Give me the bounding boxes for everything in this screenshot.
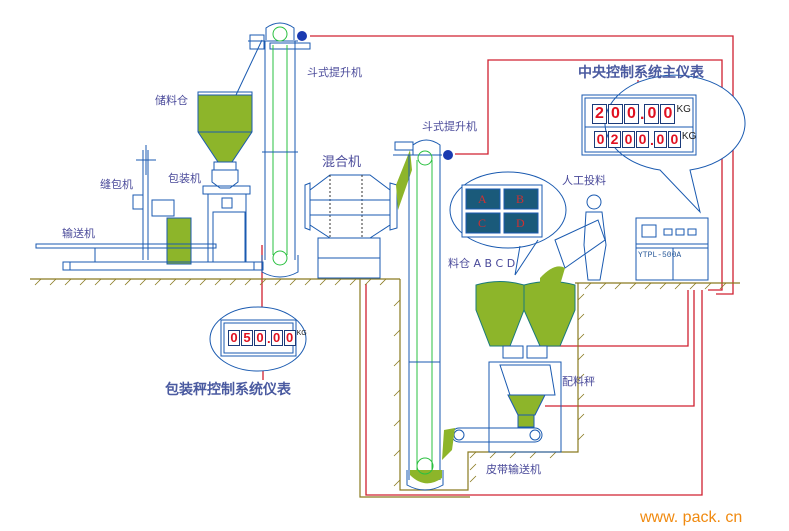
bin-letter-c: C bbox=[478, 216, 487, 230]
elevator-2-wheel bbox=[416, 457, 434, 475]
label-bins-abcd: 料仓 A B C D bbox=[448, 257, 516, 270]
motor-1 bbox=[297, 31, 307, 41]
label-manual-feeding: 人工投料 bbox=[562, 174, 606, 187]
controller-model: YTPL-500A bbox=[638, 251, 682, 260]
digit: 0 bbox=[594, 131, 607, 148]
digit: 0 bbox=[660, 104, 676, 124]
digit: 0 bbox=[624, 104, 639, 124]
digit: 0 bbox=[270, 330, 283, 346]
digit: 0 bbox=[254, 330, 266, 346]
digit: 0 bbox=[228, 330, 240, 346]
bin-letter-a: A bbox=[478, 192, 487, 206]
label-packing-scale-meter: 包装秤控制系统仪表 bbox=[165, 382, 291, 398]
packing-machine bbox=[202, 169, 251, 263]
unit-label: KG bbox=[676, 104, 691, 115]
callouts bbox=[209, 74, 746, 372]
label-mixer: 混合机 bbox=[322, 155, 362, 170]
digit: 0 bbox=[283, 330, 296, 346]
bin-letter-d: D bbox=[516, 216, 525, 230]
digit: 2 bbox=[592, 104, 607, 124]
bin-letter-b: B bbox=[516, 192, 525, 206]
conveyor bbox=[35, 243, 264, 271]
bucket-elevator-1 bbox=[248, 22, 311, 278]
wire-bin-gates bbox=[545, 290, 689, 347]
decimal-point: . bbox=[640, 106, 645, 123]
label-packing-machine: 包装机 bbox=[168, 172, 201, 185]
poured-material bbox=[540, 266, 565, 285]
wire-mixer bbox=[365, 284, 703, 496]
central-meter-row2: 0 2 0 0 . 0 0 KG bbox=[594, 131, 696, 148]
label-central-meter: 中央控制系统主仪表 bbox=[578, 65, 704, 81]
filled-bag bbox=[166, 217, 192, 265]
ground-hatch bbox=[34, 278, 727, 487]
digit: 0 bbox=[667, 131, 681, 148]
digit: 0 bbox=[608, 104, 623, 124]
digit: 0 bbox=[644, 104, 660, 124]
unit-label: KG bbox=[296, 330, 307, 337]
wire-batching-scale bbox=[545, 290, 695, 407]
packing-meter-readout: 0 5 0 . 0 0 KG bbox=[228, 330, 307, 346]
digit: 0 bbox=[622, 131, 635, 148]
label-batching-scale: 配料秤 bbox=[562, 375, 595, 388]
label-belt-conveyor: 皮带输送机 bbox=[486, 463, 541, 476]
sewing-machine bbox=[132, 145, 175, 260]
decimal-point: . bbox=[650, 132, 654, 148]
mixer bbox=[304, 174, 398, 279]
digit: 2 bbox=[608, 131, 621, 148]
digit: 0 bbox=[636, 131, 649, 148]
central-meter-row1: 2 0 0 . 0 0 KG bbox=[592, 104, 691, 124]
batching-scale bbox=[488, 361, 562, 453]
wire-elevator1 bbox=[310, 35, 734, 295]
decimal-point: . bbox=[267, 331, 271, 346]
mixer-discharge bbox=[396, 150, 412, 210]
unit-label: KG bbox=[681, 131, 697, 142]
controller-cabinet bbox=[635, 217, 709, 281]
elevator-2-boot bbox=[410, 470, 442, 484]
belt-conveyor bbox=[451, 427, 543, 443]
belt-discharge bbox=[442, 428, 455, 460]
digit: 5 bbox=[241, 330, 253, 346]
wire-elevator2 bbox=[455, 59, 723, 291]
bucket-elevator-2 bbox=[393, 139, 444, 491]
label-conveyor: 输送机 bbox=[62, 227, 95, 240]
label-bucket-elevator-2: 斗式提升机 bbox=[422, 120, 477, 133]
bins bbox=[475, 281, 576, 359]
digit: 0 bbox=[653, 131, 667, 148]
watermark: www. pack. cn bbox=[640, 509, 743, 526]
label-bucket-elevator-1: 斗式提升机 bbox=[307, 66, 362, 79]
storage-bin bbox=[197, 39, 263, 171]
motor-2 bbox=[443, 150, 453, 160]
worker bbox=[554, 194, 607, 281]
label-sewing-machine: 缝包机 bbox=[100, 178, 133, 191]
ground bbox=[30, 278, 740, 498]
label-storage-bin: 储料仓 bbox=[155, 94, 188, 107]
